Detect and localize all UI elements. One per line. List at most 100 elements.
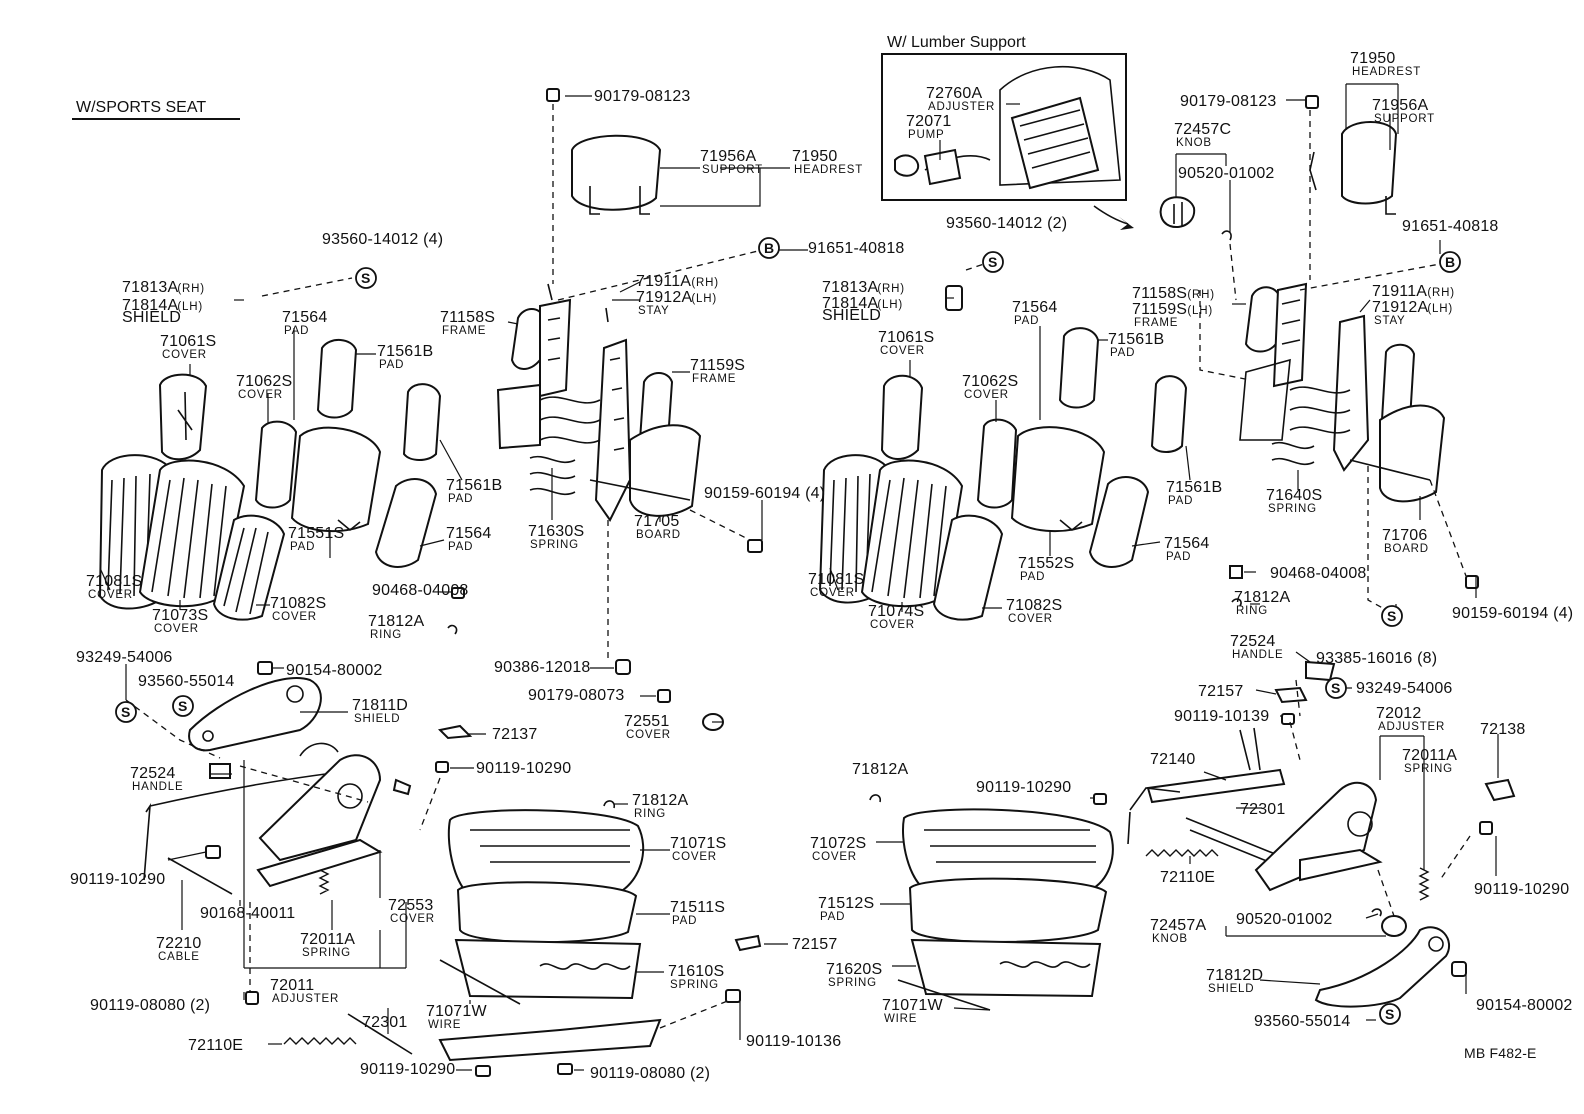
side-qualifier: (RH): [177, 283, 204, 295]
part-number: 90386-12018: [494, 659, 591, 676]
part-number: 71814A: [122, 297, 178, 314]
part-number: 93385-16016 (8): [1316, 650, 1437, 667]
part-number: 90119-10136: [746, 1033, 841, 1050]
part-description: RING: [370, 629, 402, 641]
part-description: RING: [634, 808, 666, 820]
part-description: SPRING: [302, 947, 351, 959]
part-number: 71511S: [670, 899, 725, 916]
part-description: SPRING: [530, 539, 579, 551]
part-description: SPRING: [828, 977, 877, 989]
part-description: STAY: [638, 305, 670, 317]
side-qualifier: (LH): [177, 301, 203, 313]
part-description: STAY: [1374, 315, 1406, 327]
part-label-l36: 72157: [792, 936, 837, 953]
part-label-l105: 90520-01002: [1236, 911, 1332, 928]
part-number: 72524: [1230, 633, 1276, 650]
part-number: 71082S: [1006, 597, 1062, 614]
part-label-l15: 90468-04008: [372, 582, 468, 599]
part-number: 72301: [1240, 801, 1286, 818]
part-description: HANDLE: [1232, 649, 1283, 661]
svg-text:S: S: [178, 698, 187, 714]
part-description: PAD: [672, 915, 697, 927]
part-label-l89: 90468-04008: [1270, 565, 1366, 582]
side-qualifier: (RH): [1427, 287, 1454, 299]
part-number: 90168-40011: [200, 905, 295, 922]
part-label-l91: 90159-60194 (4): [1452, 605, 1573, 622]
svg-text:S: S: [1385, 1006, 1394, 1022]
part-number: 90119-10290: [976, 779, 1071, 796]
part-number: 72553: [388, 897, 434, 914]
part-number: 71812D: [1206, 967, 1263, 984]
lumbar-inset-drawing: [894, 65, 1121, 190]
part-number: 71081S: [808, 571, 864, 588]
part-label-l25: 90159-60194 (4): [704, 485, 825, 502]
part-description: WIRE: [884, 1013, 917, 1025]
part-number: 71956A: [1372, 97, 1428, 114]
side-qualifier: (LH): [877, 299, 903, 311]
part-number: 71564: [446, 525, 492, 542]
part-description: HANDLE: [132, 781, 183, 793]
part-description: PAD: [379, 359, 404, 371]
svg-text:S: S: [1331, 680, 1340, 696]
part-label-l95: 93249-54006: [1356, 680, 1452, 697]
part-label-l31: 72137: [492, 726, 537, 743]
part-description: PAD: [1020, 571, 1045, 583]
part-number: 71561B: [1108, 331, 1164, 348]
part-description: ADJUSTER: [1378, 721, 1445, 733]
part-description: PAD: [820, 911, 845, 923]
part-number: 71812A: [1234, 589, 1290, 606]
part-number: 71158S: [440, 309, 495, 326]
part-number: 90119-10290: [70, 871, 165, 888]
part-number: 71061S: [160, 333, 216, 350]
part-description: KNOB: [1152, 933, 1188, 945]
symbol-s-1: S: [355, 267, 377, 289]
part-number: 90159-60194 (4): [1452, 605, 1573, 622]
part-label-l47: 90119-10290: [70, 871, 165, 888]
part-description: SHIELD: [354, 713, 400, 725]
part-number: 71062S: [962, 373, 1018, 390]
symbol-s-7: S: [1379, 1003, 1401, 1025]
part-number: 71512S: [818, 895, 874, 912]
part-description: SUPPORT: [1374, 113, 1435, 125]
part-label-l43: 90154-80002: [286, 662, 382, 679]
part-number: 72551: [624, 713, 670, 730]
part-description: COVER: [964, 389, 1009, 401]
right-frame-parts: [1093, 95, 1516, 835]
part-number: 71062S: [236, 373, 292, 390]
side-qualifier: (LH): [691, 293, 717, 305]
svg-text:S: S: [361, 270, 370, 286]
left-frame-parts: [447, 88, 763, 731]
part-label-l22: 71912A(LH)STAY: [636, 289, 717, 317]
svg-text:S: S: [988, 254, 997, 270]
part-number: 71956A: [700, 148, 756, 165]
part-number: 71551S: [288, 525, 344, 542]
left-backrest-parts: [98, 339, 442, 621]
part-description: PAD: [290, 541, 315, 553]
part-description: FRAME: [692, 373, 736, 385]
part-number: 72457A: [1150, 917, 1206, 934]
part-number: 93560-14012 (2): [946, 215, 1067, 232]
title-lumbar: W/ Lumber Support: [887, 34, 1026, 51]
